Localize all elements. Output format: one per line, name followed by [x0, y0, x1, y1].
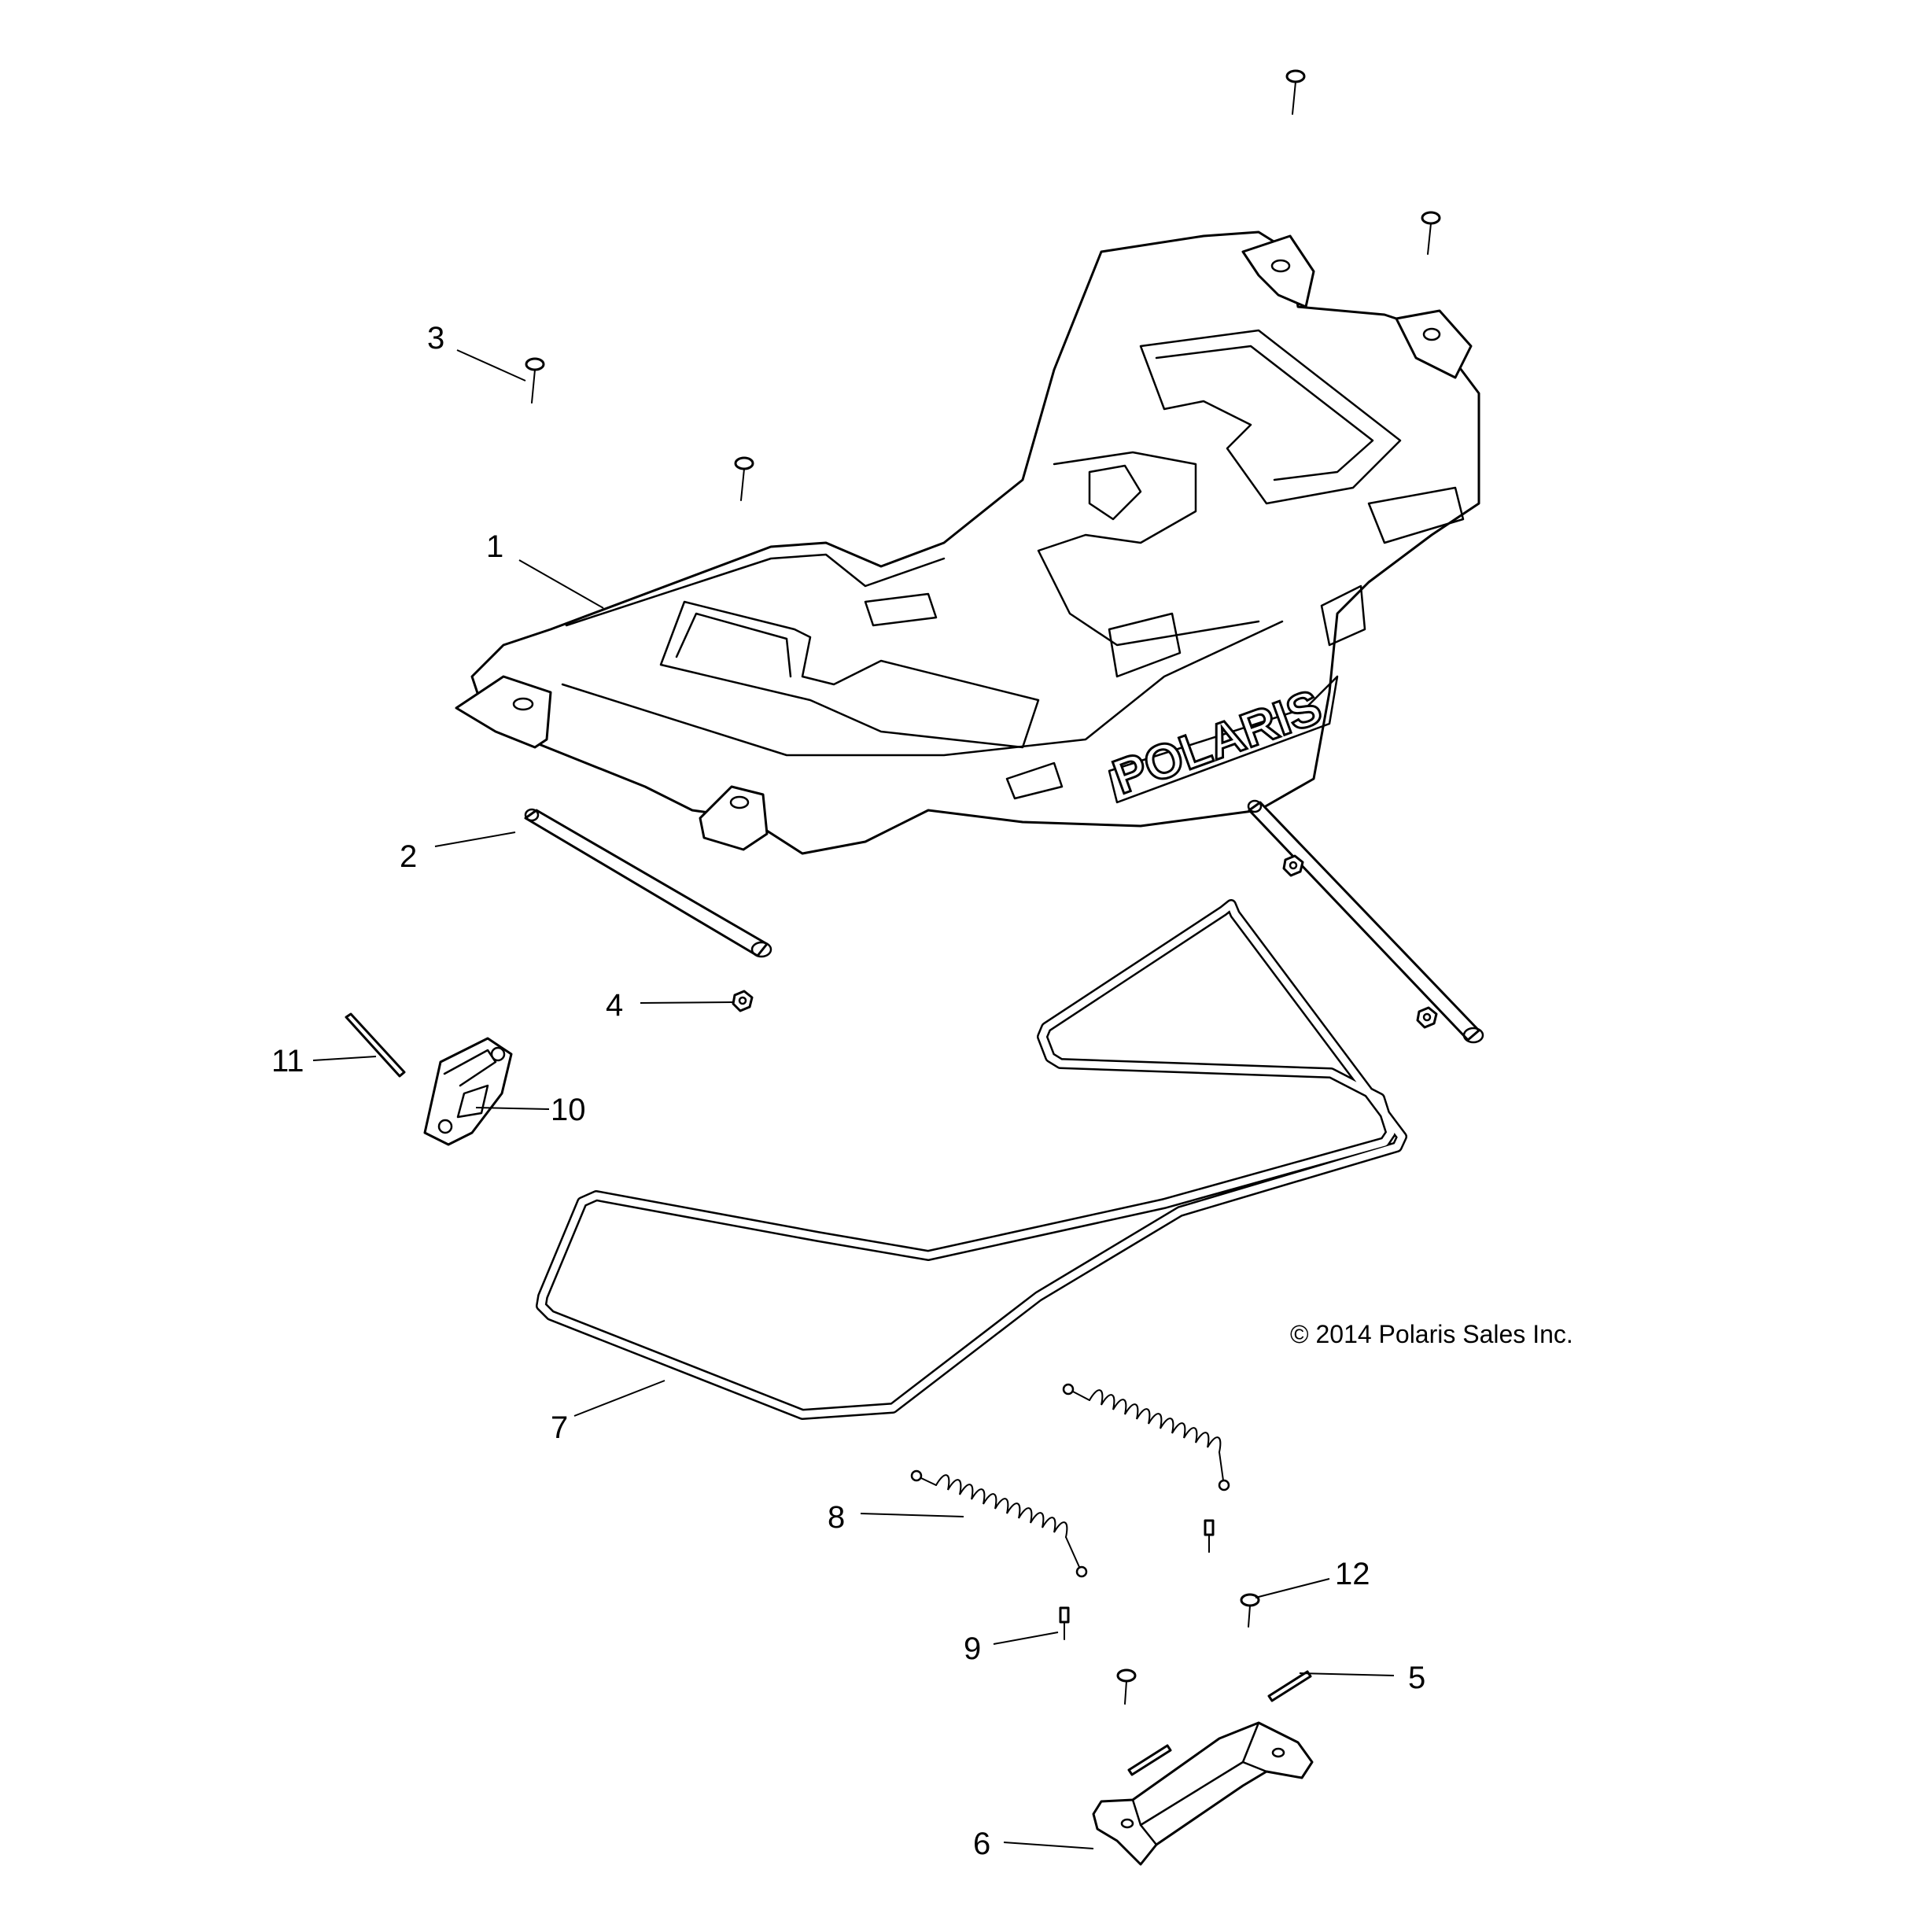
screw-3d: [1421, 211, 1441, 255]
callout-12: 12: [1335, 1557, 1370, 1591]
rivet-11: [345, 1012, 406, 1078]
callout-7: 7: [551, 1410, 568, 1445]
callout-6: 6: [973, 1827, 990, 1861]
callout-9: 9: [964, 1632, 981, 1666]
callout-4: 4: [606, 988, 623, 1023]
nut-4a: [732, 990, 754, 1012]
seal-weatherstrip: [536, 899, 1407, 1420]
front-rack-cover: [455, 230, 1480, 855]
push-pin-12a: [1240, 1593, 1260, 1628]
screw-3b: [734, 456, 754, 501]
callout-2: 2: [400, 839, 417, 874]
leader-lines: [312, 349, 1395, 1849]
callout-3: 3: [427, 321, 444, 356]
screw-9a: [1059, 1606, 1070, 1640]
spring-8b: [1062, 1383, 1230, 1491]
pin-5a: [1267, 1670, 1312, 1702]
callout-10: 10: [551, 1093, 586, 1127]
bar-left: [524, 808, 772, 958]
nut-4b: [1282, 854, 1304, 877]
callout-11: 11: [271, 1044, 304, 1078]
copyright-notice: © 2014 Polaris Sales Inc.: [1290, 1320, 1573, 1348]
callout-labels: 1 2 3 4 5 6 7 8 9 10 11 12: [271, 321, 1425, 1861]
callout-1: 1: [486, 529, 503, 564]
spring-8a: [910, 1469, 1088, 1578]
screw-3a: [525, 357, 545, 404]
nut-4c: [1416, 1006, 1438, 1029]
screw-3c: [1285, 69, 1306, 115]
bracket-6: [1092, 1721, 1314, 1866]
push-pin-12b: [1116, 1668, 1137, 1705]
pin-5b: [1127, 1744, 1172, 1776]
callout-5: 5: [1408, 1661, 1425, 1695]
latch-10: [423, 1037, 513, 1146]
callout-8: 8: [828, 1500, 845, 1535]
bar-right: [1247, 799, 1484, 1044]
screw-9b: [1204, 1519, 1215, 1553]
